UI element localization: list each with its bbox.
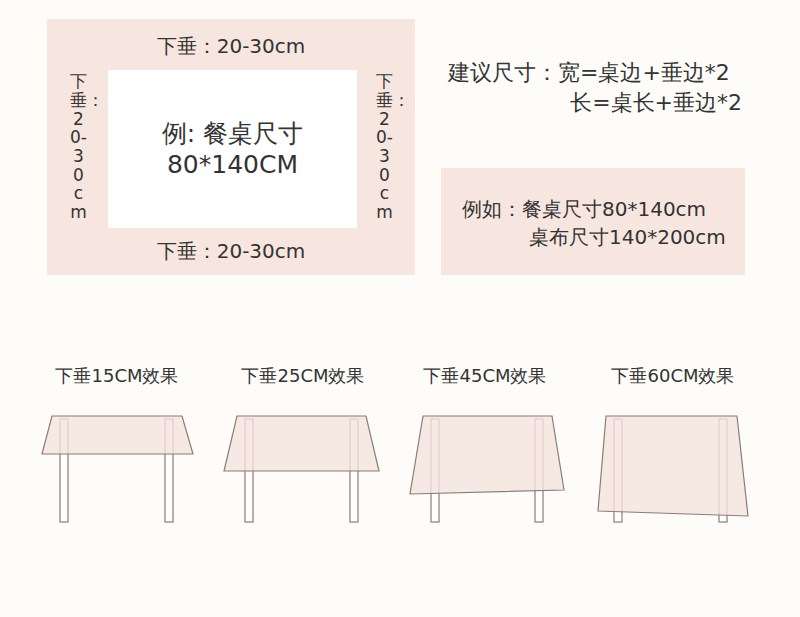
table-size-text: 例: 餐桌尺寸 80*140CM (153, 118, 313, 181)
drop-label: 下垂：20-30cm (376, 72, 393, 222)
tablecloth (42, 416, 193, 454)
suggest-width: 建议尺寸：宽=桌边+垂边*2 (448, 58, 730, 88)
effect-caption: 下垂25CM效果 (241, 364, 364, 388)
tablecloth (410, 416, 564, 494)
suggest-length: 长=桌长+垂边*2 (570, 88, 742, 118)
table-size-box: 例: 餐桌尺寸 80*140CM (108, 70, 357, 228)
effect-caption: 下垂45CM效果 (423, 364, 546, 388)
drop-label: 下垂：20-30cm (157, 33, 306, 60)
effect-caption: 下垂15CM效果 (55, 364, 178, 388)
tablecloth (598, 416, 748, 516)
effect-caption: 下垂60CM效果 (611, 364, 734, 388)
example-cloth-size: 桌布尺寸140*200cm (529, 224, 726, 251)
drop-label: 下垂：20-30cm (70, 72, 87, 222)
drop-label: 下垂：20-30cm (157, 238, 306, 265)
tablecloth (224, 416, 379, 471)
example-table-size: 例如：餐桌尺寸80*140cm (462, 196, 706, 223)
drop-panel: 下垂：20-30cm 下垂：20-30cm 下垂：20-30cm 下垂：20-30cm… (47, 19, 415, 275)
example-box: 例如：餐桌尺寸80*140cm桌布尺寸140*200cm (441, 168, 745, 275)
